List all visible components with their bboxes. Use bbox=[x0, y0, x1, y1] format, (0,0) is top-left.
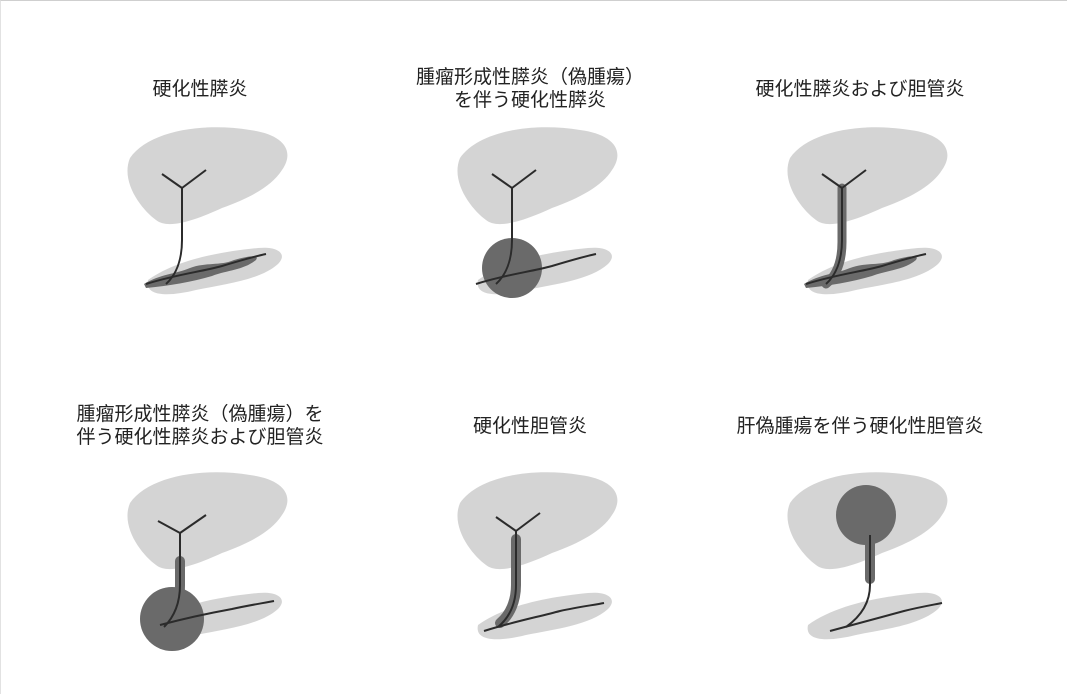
pancreatic-duct bbox=[829, 602, 943, 632]
pancreatobiliary-illustration bbox=[457, 472, 618, 640]
pancreatic-duct bbox=[145, 253, 267, 285]
hepatic-duct-right bbox=[515, 512, 541, 532]
pancreatobiliary-illustration bbox=[457, 127, 618, 298]
hepatic-duct-left bbox=[491, 173, 513, 189]
panel-sclerosing-cholangitis: 硬化性胆管炎 bbox=[380, 385, 680, 685]
bile-duct bbox=[825, 188, 843, 285]
liver-shape bbox=[127, 127, 288, 225]
caption-line: 伴う硬化性膵炎および胆管炎 bbox=[76, 426, 324, 448]
caption-line: 硬化性胆管炎 bbox=[472, 415, 587, 437]
hepatic-duct-left bbox=[157, 520, 181, 534]
pancreatobiliary-illustration bbox=[787, 472, 948, 640]
panel-pancreatitis-and-cholangitis: 硬化性膵炎および胆管炎 bbox=[710, 70, 1010, 370]
pancreas-shape bbox=[477, 592, 612, 640]
panel-cholangitis-with-liver-pseudotumor: 肝偽腫瘍を伴う硬化性胆管炎 bbox=[710, 385, 1010, 685]
pancreas-shape bbox=[807, 592, 942, 640]
hepatic-duct-left bbox=[161, 173, 183, 189]
bile-duct bbox=[495, 188, 513, 285]
hepatic-duct-left bbox=[821, 173, 843, 189]
hepatic-duct-left bbox=[495, 516, 517, 532]
caption-line: 肝偽腫瘍を伴う硬化性胆管炎 bbox=[736, 415, 984, 437]
pancreatic-duct bbox=[159, 600, 275, 626]
panel-caption: 肝偽腫瘍を伴う硬化性胆管炎 bbox=[710, 415, 1010, 438]
pancreatic-duct bbox=[483, 602, 605, 632]
caption-line: 硬化性膵炎および胆管炎 bbox=[755, 78, 965, 100]
caption-line: 腫瘤形成性膵炎（偽腫瘍）を bbox=[76, 403, 324, 425]
liver-shape bbox=[457, 472, 618, 570]
liver-pseudotumor bbox=[836, 485, 896, 545]
pancreatic-duct bbox=[805, 253, 927, 285]
hepatic-duct-right bbox=[179, 514, 207, 534]
panel-sclerosing-pancreatitis: 硬化性膵炎 bbox=[50, 70, 350, 370]
panel-caption: 腫瘤形成性膵炎（偽腫瘍）を 伴う硬化性膵炎および胆管炎 bbox=[50, 403, 350, 449]
panel-caption: 腫瘤形成性膵炎（偽腫瘍） を伴う硬化性膵炎 bbox=[380, 66, 680, 112]
panel-caption: 硬化性胆管炎 bbox=[380, 415, 680, 438]
liver-shape bbox=[787, 127, 948, 225]
bile-duct bbox=[497, 531, 517, 628]
liver-shape bbox=[127, 472, 288, 570]
panel-caption: 硬化性膵炎および胆管炎 bbox=[710, 78, 1010, 101]
panel-pancreatitis-pseudotumor-and-cholangitis: 腫瘤形成性膵炎（偽腫瘍）を 伴う硬化性膵炎および胆管炎 bbox=[50, 385, 350, 685]
bile-duct bbox=[165, 188, 183, 285]
liver-shape bbox=[457, 127, 618, 225]
panel-caption: 硬化性膵炎 bbox=[50, 78, 350, 101]
caption-line: 硬化性膵炎 bbox=[152, 78, 248, 100]
bile-duct bbox=[845, 535, 871, 628]
caption-line: を伴う硬化性膵炎 bbox=[453, 89, 606, 111]
hepatic-duct-right bbox=[511, 169, 537, 189]
caption-line: 腫瘤形成性膵炎（偽腫瘍） bbox=[415, 66, 644, 88]
pancreatic-duct bbox=[475, 253, 597, 285]
panel-pancreatitis-with-pseudotumor: 腫瘤形成性膵炎（偽腫瘍） を伴う硬化性膵炎 bbox=[380, 66, 680, 370]
hepatic-duct-right bbox=[181, 169, 207, 189]
pancreatobiliary-illustration bbox=[127, 127, 288, 295]
pancreatobiliary-illustration bbox=[127, 472, 288, 651]
hepatic-duct-right bbox=[841, 169, 867, 189]
pancreatobiliary-illustration bbox=[787, 127, 948, 295]
